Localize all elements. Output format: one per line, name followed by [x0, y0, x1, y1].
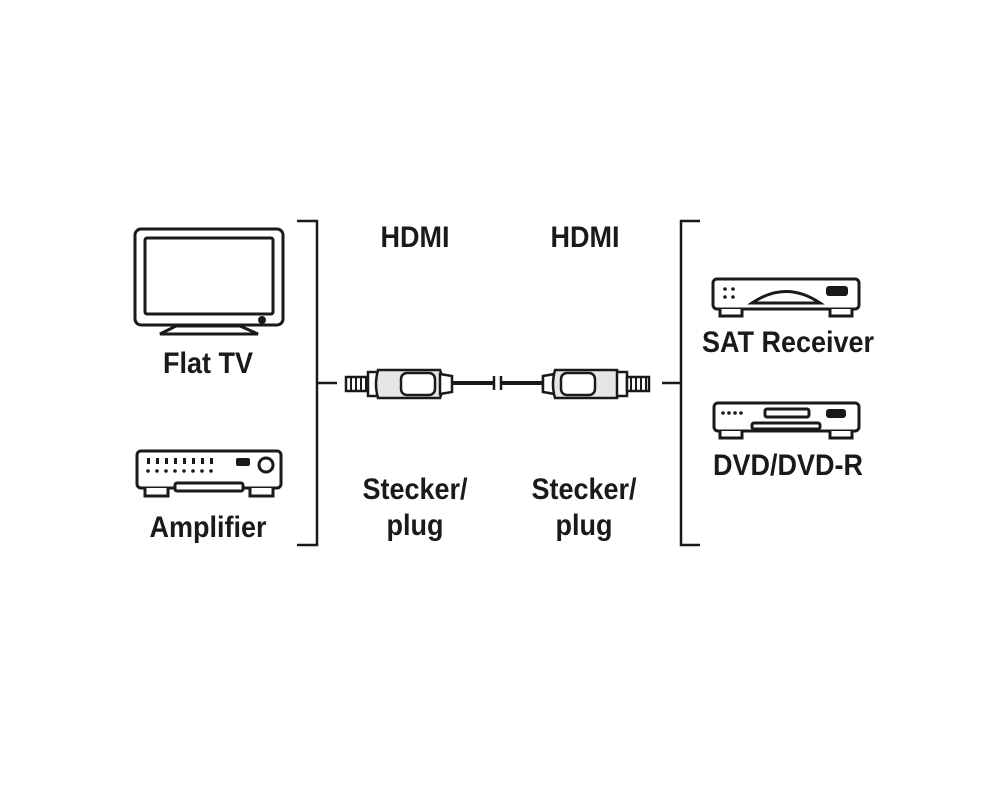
hdmi-left-label: HDMI — [380, 221, 450, 254]
sat-receiver-label: SAT Receiver — [701, 326, 875, 359]
hdmi-cable — [344, 368, 651, 400]
sat-receiver-icon — [711, 277, 861, 318]
left-bracket — [297, 219, 337, 547]
hdmi-plug-left — [344, 368, 494, 400]
hdmi-right-label: HDMI — [550, 221, 620, 254]
plug-right-label: Stecker/ plug — [531, 473, 637, 542]
right-bracket — [662, 219, 700, 547]
hdmi-plug-right — [501, 368, 651, 400]
amplifier-label: Amplifier — [149, 511, 267, 544]
flat-tv-label: Flat TV — [162, 347, 253, 380]
plug-left-label: Stecker/ plug — [362, 473, 468, 542]
dvd-player-icon — [712, 401, 861, 440]
flat-tv-icon — [133, 227, 285, 336]
amplifier-icon — [135, 449, 283, 498]
dvd-label: DVD/DVD-R — [712, 449, 863, 482]
